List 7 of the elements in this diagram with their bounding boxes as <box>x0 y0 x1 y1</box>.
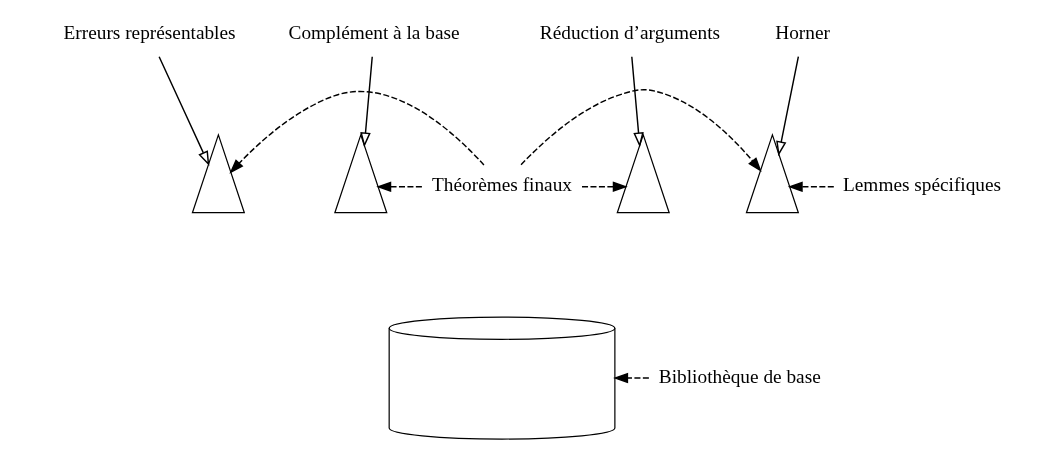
node-text: Théorèmes finaux <box>431 174 572 196</box>
node-text: Complément à la base <box>288 22 460 44</box>
node-text: Horner <box>774 22 830 44</box>
node-text: Bibliothèque de base <box>658 365 821 387</box>
node-text: Lemmes spécifiques <box>842 174 1001 196</box>
node-text: Erreurs représentables <box>63 22 236 44</box>
node-text: Réduction d’arguments <box>539 22 720 44</box>
